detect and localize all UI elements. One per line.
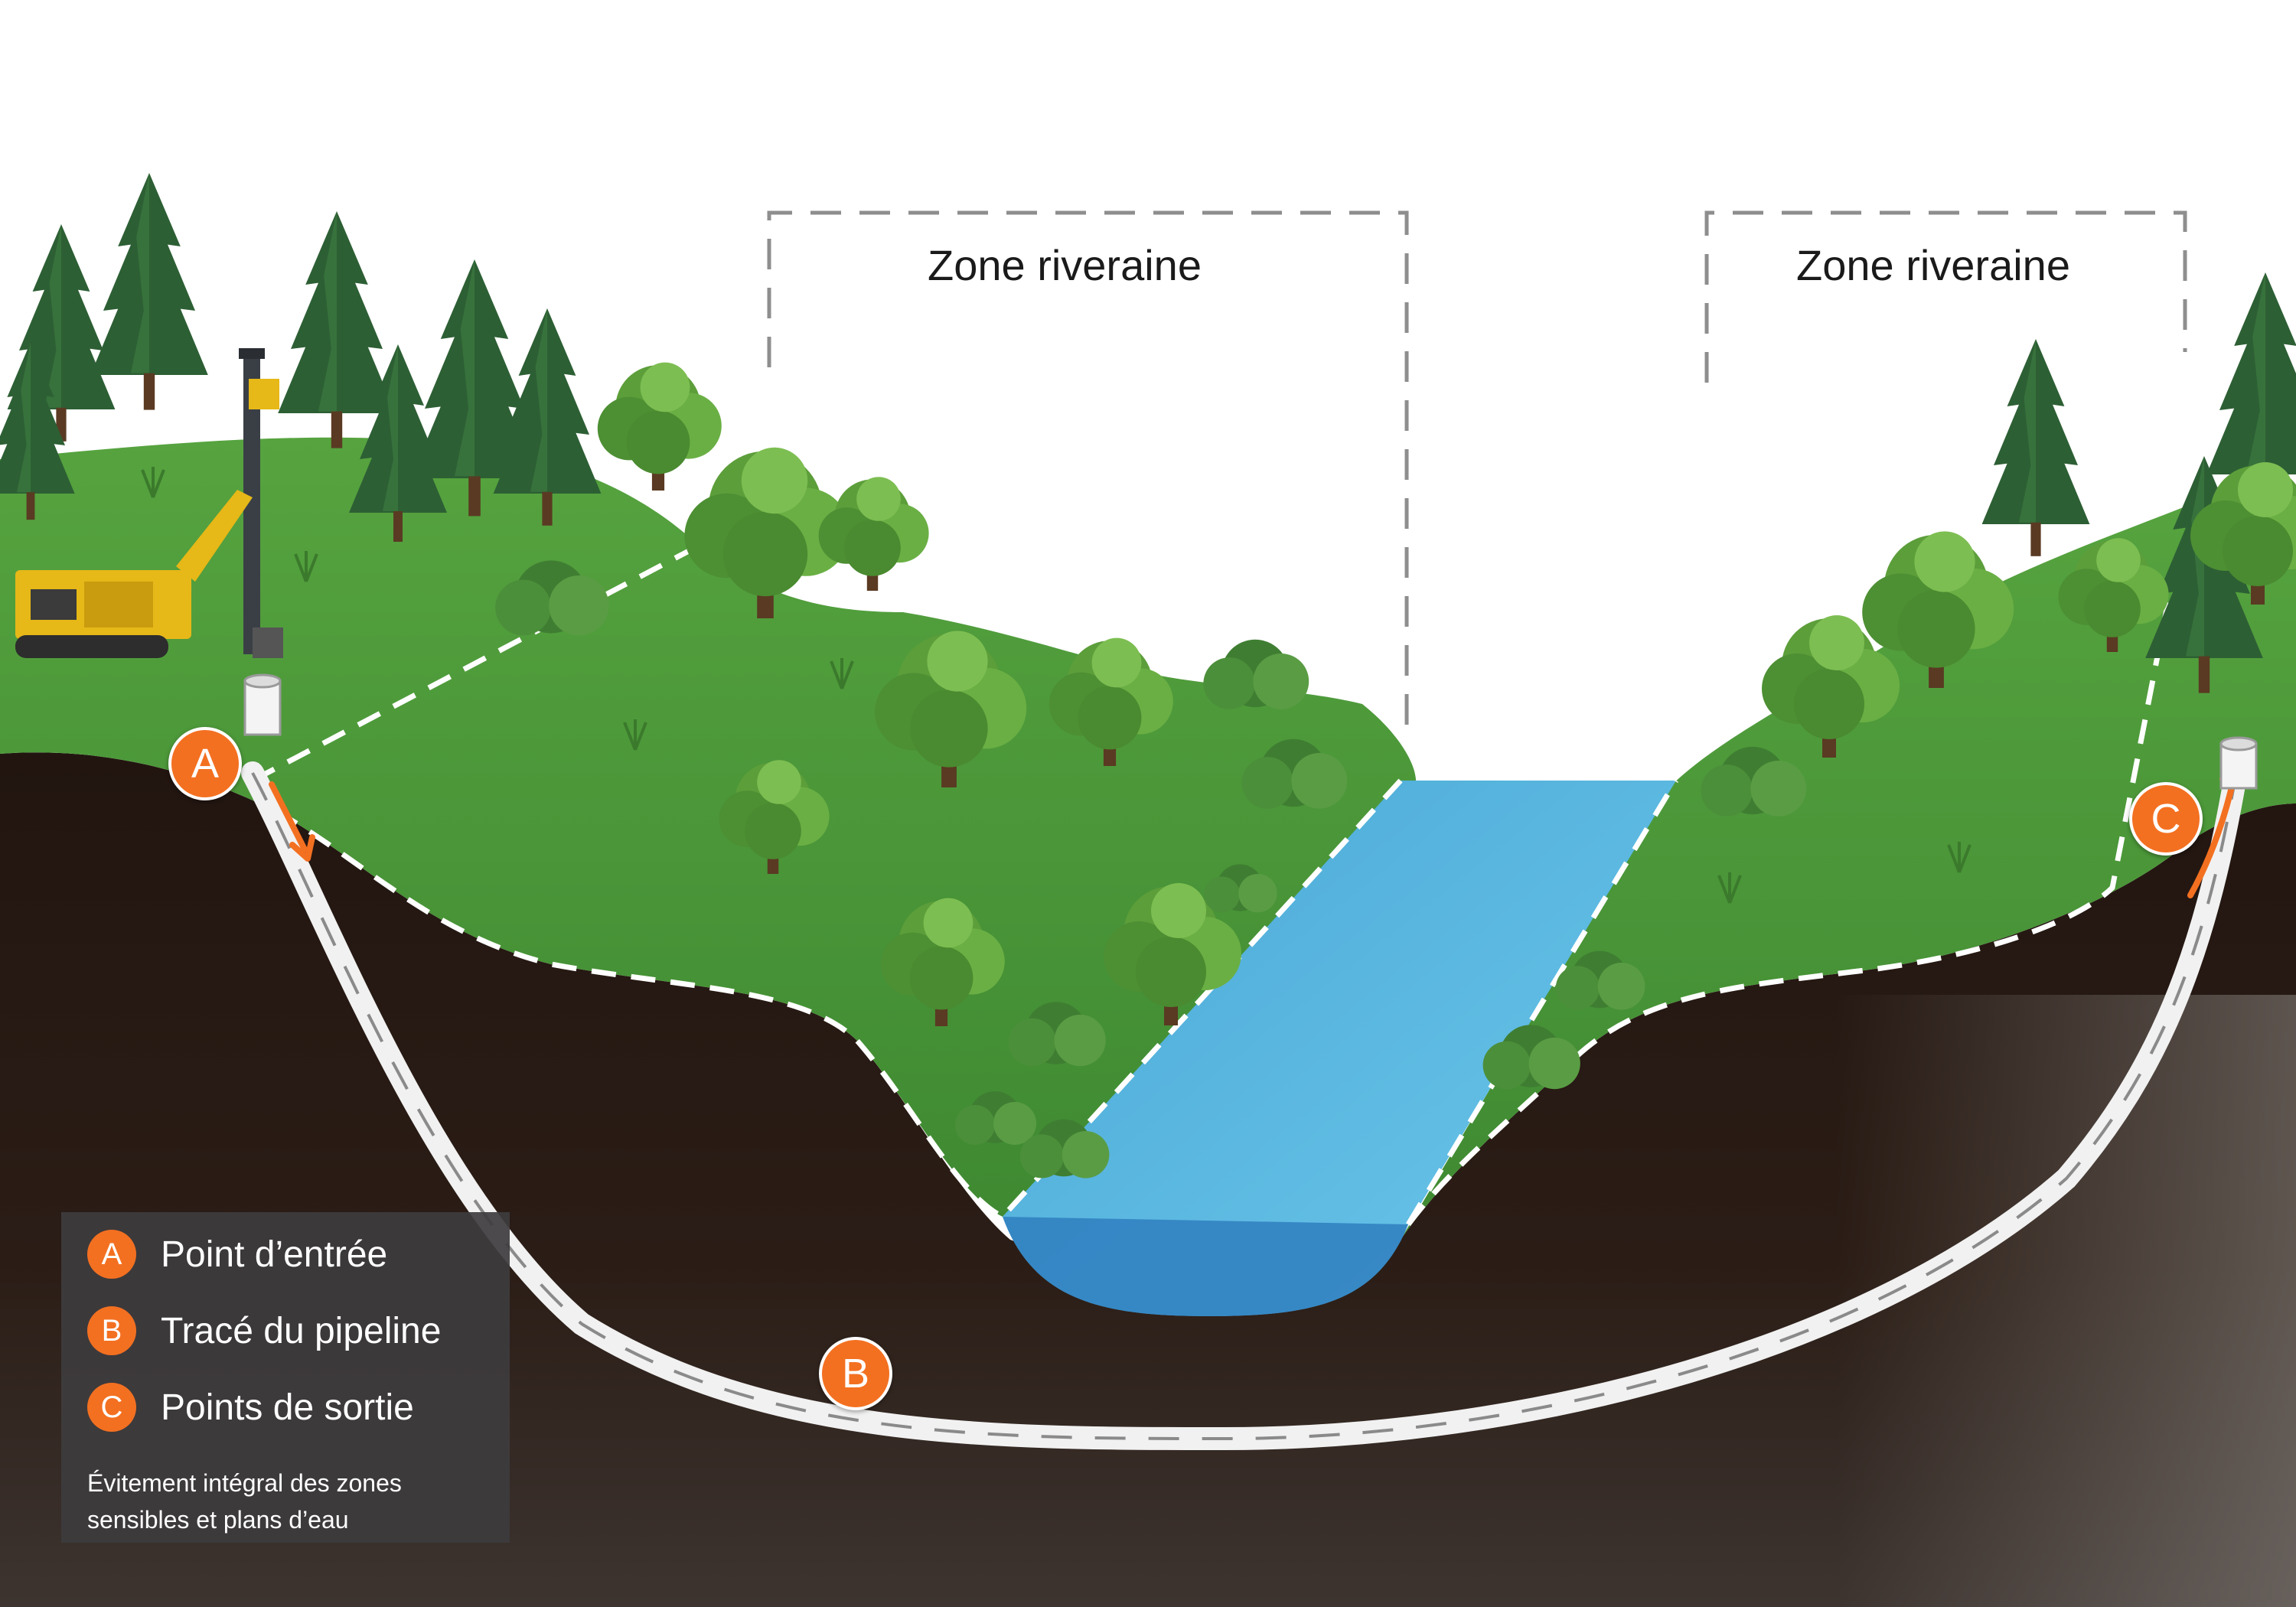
riparian-boundary-left <box>251 548 1403 1221</box>
right-hill-grass <box>1401 490 2296 1240</box>
zone-box-right <box>1704 210 2187 383</box>
zone-box-left <box>767 210 1409 735</box>
pipe-outlet-icon <box>243 673 282 736</box>
drill-rig-icon <box>15 348 283 658</box>
river <box>1003 781 1676 1316</box>
legend-note: Évitement intégral des zones sensibles e… <box>87 1469 402 1534</box>
legend-item-exit: C Points de sortie <box>87 1380 414 1434</box>
legend-label-entry: Point d’entrée <box>161 1234 388 1275</box>
soil-layer <box>0 752 2296 1607</box>
legend-label-route: Tracé du pipeline <box>161 1310 442 1351</box>
legend-panel: A Point d’entrée B Tracé du pipeline C P… <box>61 1212 510 1543</box>
legend-badge-b: B <box>87 1306 136 1355</box>
marker-pipeline-route: B <box>819 1337 892 1410</box>
legend-badge-a: A <box>87 1230 136 1279</box>
legend-label-exit: Points de sortie <box>161 1387 414 1428</box>
legend-item-route: B Tracé du pipeline <box>87 1304 441 1358</box>
marker-entry-point: A <box>168 727 242 800</box>
legend-item-entry: A Point d’entrée <box>87 1227 387 1281</box>
marker-exit-point: C <box>2129 782 2203 856</box>
soil-fog <box>1837 995 2296 1607</box>
riparian-boundary-right <box>1406 573 2177 1227</box>
pipe-outlet-icon <box>2219 736 2258 790</box>
zone-label-left: Zone riveraine <box>928 241 1202 289</box>
entry-arrow-icon <box>269 781 308 852</box>
legend-badge-c: C <box>87 1383 136 1432</box>
zone-label-right: Zone riveraine <box>1796 241 2070 289</box>
grass-tufts <box>141 467 1971 904</box>
